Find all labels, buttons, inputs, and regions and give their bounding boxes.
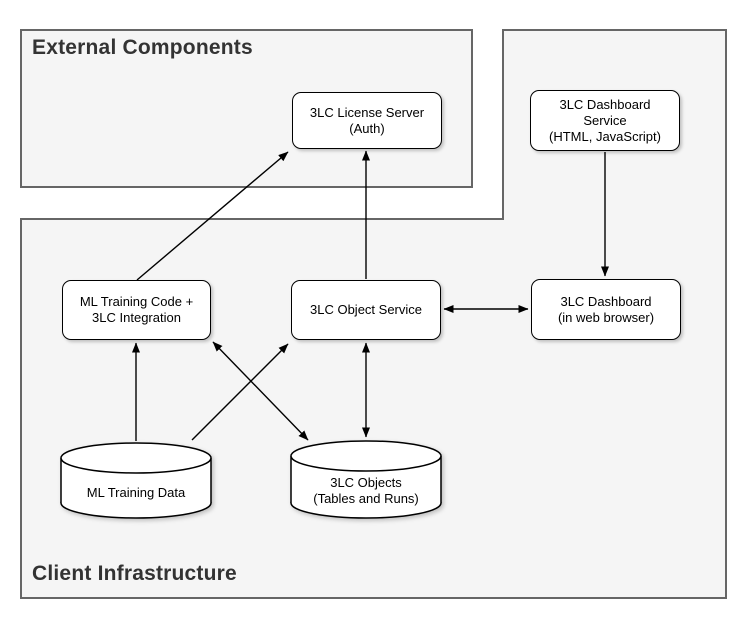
node-ml-training-code: ML Training Code + 3LC Integration bbox=[62, 280, 211, 340]
region-client-infrastructure bbox=[20, 218, 727, 599]
node-3lc-dashboard-browser: 3LC Dashboard (in web browser) bbox=[531, 279, 681, 340]
node-3lc-license-server: 3LC License Server (Auth) bbox=[292, 92, 442, 149]
node-label: 3LC Objects (Tables and Runs) bbox=[313, 474, 419, 506]
node-label: 3LC License Server (Auth) bbox=[309, 104, 425, 136]
client-infrastructure-title: Client Infrastructure bbox=[32, 562, 237, 585]
node-label: 3LC Dashboard (in web browser) bbox=[557, 293, 655, 325]
external-components-title: External Components bbox=[32, 36, 253, 59]
node-3lc-object-service: 3LC Object Service bbox=[291, 280, 441, 340]
label-3lc-objects: 3LC Objects (Tables and Runs) bbox=[291, 468, 441, 513]
label-ml-training-data: ML Training Data bbox=[61, 470, 211, 515]
node-label: 3LC Object Service bbox=[310, 302, 422, 317]
node-label: ML Training Data bbox=[86, 484, 186, 500]
node-label: 3LC Dashboard Service (HTML, JavaScript) bbox=[549, 96, 661, 144]
node-label: ML Training Code + 3LC Integration bbox=[79, 294, 194, 325]
node-3lc-dashboard-service: 3LC Dashboard Service (HTML, JavaScript) bbox=[530, 90, 680, 151]
